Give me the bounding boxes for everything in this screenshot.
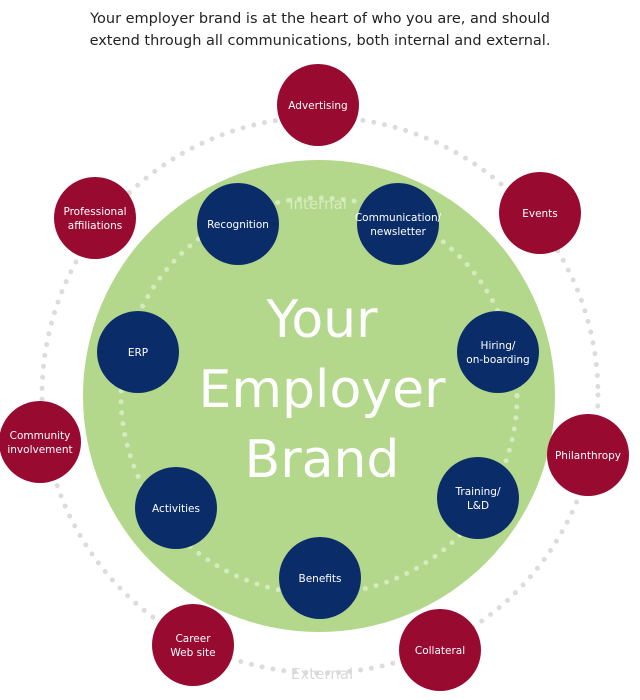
center-title: Your Employer Brand (199, 290, 447, 490)
external-node-professional-affiliations: Professional affiliations (54, 177, 136, 259)
intro-line-2: extend through all communications, both … (89, 33, 551, 49)
external-node-label: Community (10, 430, 71, 442)
external-node-circle (499, 172, 581, 254)
internal-node-label: Communication/ (355, 212, 442, 224)
internal-node-label: Training/ (455, 486, 501, 498)
internal-node-benefits: Benefits (279, 537, 361, 619)
internal-node-label: ERP (128, 347, 148, 359)
external-node-circle (0, 401, 81, 483)
center-title-line-3: Brand (245, 430, 400, 490)
external-node-label: Collateral (415, 645, 465, 657)
external-node-label: Events (522, 208, 558, 220)
external-node-events: Events (499, 172, 581, 254)
external-node-philanthropy: Philanthropy (547, 414, 629, 496)
external-node-circle (277, 64, 359, 146)
external-node-advertising: Advertising (277, 64, 359, 146)
internal-node-label: L&D (467, 500, 489, 512)
external-node-label: Career (175, 633, 211, 645)
external-node-community-involvement: Community involvement (0, 401, 81, 483)
internal-ring (118, 195, 520, 597)
internal-node-label: Benefits (299, 573, 342, 585)
internal-label: Internal (289, 195, 347, 213)
internal-node-recognition: Recognition (197, 183, 279, 265)
internal-node-circle (197, 183, 279, 265)
external-node-collateral: Collateral (399, 609, 481, 691)
external-node-label: Advertising (288, 100, 347, 112)
internal-node-hiring-on-boarding: Hiring/on-boarding (457, 311, 539, 393)
external-node-label: Web site (170, 647, 215, 659)
internal-node-circle (97, 311, 179, 393)
internal-node-label: on-boarding (466, 354, 529, 366)
internal-node-label: Recognition (207, 219, 269, 231)
internal-node-label: Activities (152, 503, 200, 515)
external-node-label: affiliations (68, 220, 122, 232)
external-node-label: Professional (63, 206, 126, 218)
internal-node-label: newsletter (370, 226, 426, 238)
external-node-label: Philanthropy (555, 450, 621, 462)
internal-node-activities: Activities (135, 467, 217, 549)
internal-node-communication-newsletter: Communication/newsletter (355, 183, 442, 265)
internal-node-circle (457, 311, 539, 393)
internal-node-circle (135, 467, 217, 549)
internal-node-circle (357, 183, 439, 265)
internal-node-training-l-d: Training/L&D (437, 457, 519, 539)
internal-node-erp: ERP (97, 311, 179, 393)
intro-text: Your employer brand is at the heart of w… (0, 8, 640, 52)
external-label: External (291, 665, 353, 683)
internal-node-circle (437, 457, 519, 539)
intro-line-1: Your employer brand is at the heart of w… (90, 11, 550, 27)
external-node-circle (547, 414, 629, 496)
internal-node-circle (279, 537, 361, 619)
external-node-circle (152, 604, 234, 686)
external-node-label: involvement (7, 444, 72, 456)
internal-node-label: Hiring/ (481, 340, 516, 352)
center-title-line-1: Your (265, 290, 378, 350)
center-title-line-2: Employer (199, 360, 447, 420)
external-node-circle (399, 609, 481, 691)
external-node-circle (54, 177, 136, 259)
